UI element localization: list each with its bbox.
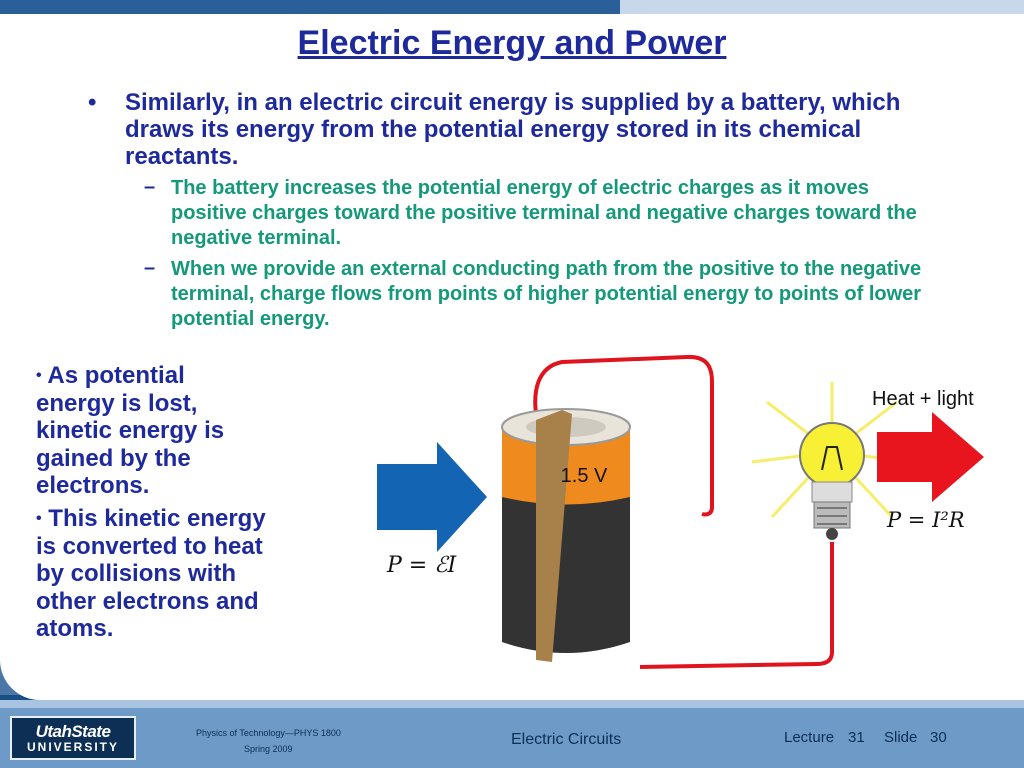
side-bullet-marker: • xyxy=(36,367,42,384)
side-bullet-marker: • xyxy=(36,510,42,527)
footer-slide-number: 30 xyxy=(930,729,947,746)
footer-highlight xyxy=(0,700,1024,710)
side-bullet-2-text: This kinetic energy is converted to heat… xyxy=(36,505,266,642)
footer-slide-label: Slide xyxy=(884,729,918,746)
footer-lecture-label: Lecture xyxy=(784,729,835,746)
top-frame-highlight xyxy=(620,0,1024,14)
logo-line-2: UNIVERSITY xyxy=(26,739,119,754)
wire-bottom xyxy=(639,542,834,669)
footer-bar xyxy=(0,708,1024,768)
bulb-contact xyxy=(826,528,838,540)
sub-bullet-2: When we provide an external conducting p… xyxy=(171,258,922,330)
bulb-filament xyxy=(821,446,843,471)
power-battery-label: P = ℰI xyxy=(386,553,458,578)
side-bullet-1: • As potential energy is lost, kinetic e… xyxy=(36,362,266,500)
battery-voltage-label: 1.5 V xyxy=(561,465,608,487)
footer-lecture-number: 31 xyxy=(848,729,865,746)
power-bulb-label: P = I²R xyxy=(886,508,965,532)
sub-bullet-dash: – xyxy=(144,257,156,279)
main-bullet-text: Similarly, in an electric circuit energy… xyxy=(125,89,901,170)
light-bulb xyxy=(799,422,865,540)
bulb-neck xyxy=(811,481,853,503)
energy-input-arrow xyxy=(377,442,487,552)
wire-top xyxy=(533,354,714,517)
circuit-figure: P = ℰI 1.5 V xyxy=(377,354,984,669)
battery: 1.5 V xyxy=(501,408,631,662)
side-bullet-1-text: As potential energy is lost, kinetic ene… xyxy=(36,362,225,499)
footer-term: Spring 2009 xyxy=(244,744,293,754)
slide-title: Electric Energy and Power xyxy=(297,24,727,62)
energy-output-arrow xyxy=(877,412,984,502)
footer-course: Physics of Technology—PHYS 1800 xyxy=(196,728,341,738)
heat-light-label: Heat + light xyxy=(872,388,974,410)
university-logo: UtahState UNIVERSITY xyxy=(10,716,136,760)
sub-bullet-dash: – xyxy=(144,176,156,198)
main-bullet-marker: • xyxy=(88,89,97,116)
footer-topic: Electric Circuits xyxy=(511,731,622,748)
logo-line-1: UtahState xyxy=(35,721,111,741)
sub-bullet-1: The battery increases the potential ener… xyxy=(171,177,917,249)
side-bullet-2: • This kinetic energy is converted to he… xyxy=(36,505,281,643)
bulb-glass xyxy=(799,422,865,488)
battery-strap xyxy=(536,410,572,662)
